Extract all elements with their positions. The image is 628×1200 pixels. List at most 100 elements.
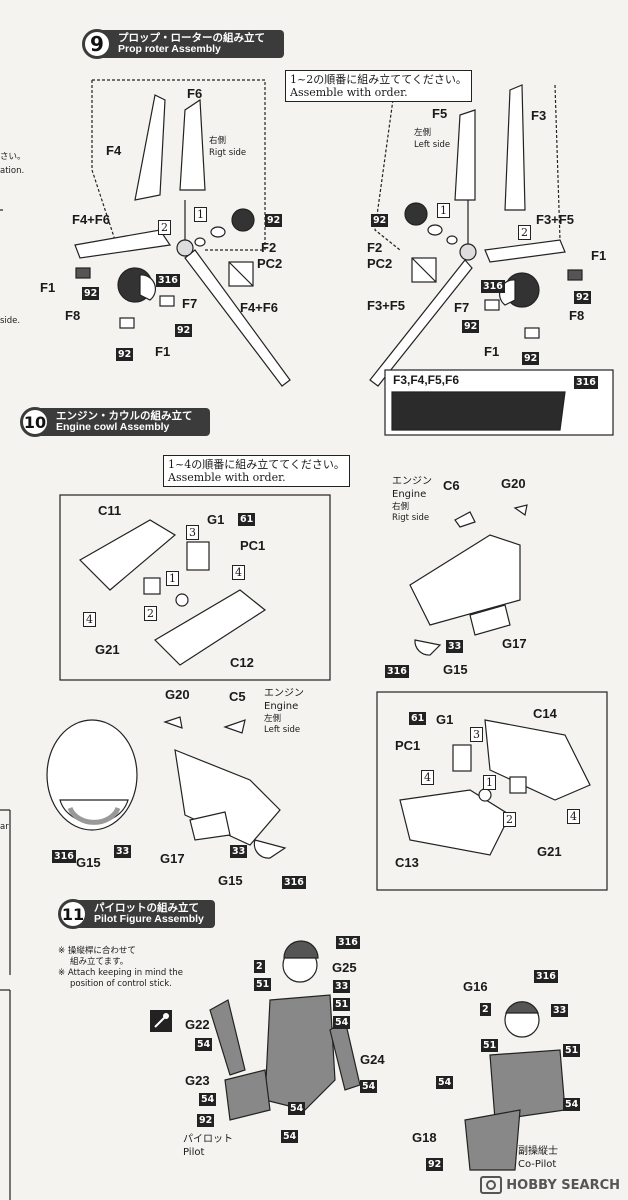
step-9-header: 9 プロップ・ローターの組み立て Prop roter Assembly xyxy=(82,29,284,59)
step-title-en: Engine cowl Assembly xyxy=(56,421,170,433)
sequence-number: 4 xyxy=(83,612,96,627)
part-label: F3+F5 xyxy=(367,298,405,313)
part-label: C12 xyxy=(230,655,254,670)
color-badge: 54 xyxy=(281,1130,299,1143)
sequence-number: 1 xyxy=(166,571,179,586)
step-number: 9 xyxy=(82,29,112,59)
color-badge: 54 xyxy=(333,1016,351,1029)
color-badge: 33 xyxy=(333,980,351,993)
side-label-ja: 右側 xyxy=(209,136,227,146)
color-badge: 33 xyxy=(446,640,464,653)
sequence-number: 1 xyxy=(437,203,450,218)
step-11-header: 11 パイロットの組み立て Pilot Figure Assembly xyxy=(58,899,215,929)
sequence-number: 2 xyxy=(144,606,157,621)
part-label: G15 xyxy=(443,662,468,677)
part-label: G20 xyxy=(165,687,190,702)
color-badge: 92 xyxy=(265,214,283,227)
margin-text: さい。 xyxy=(0,152,26,162)
part-label: G17 xyxy=(160,851,185,866)
part-label: G1 xyxy=(436,712,454,727)
part-label: G15 xyxy=(76,855,101,870)
pilot-note-ja-2: 組み立てます。 xyxy=(70,957,129,967)
copilot-label-en: Co-Pilot xyxy=(518,1159,557,1170)
sequence-number: 4 xyxy=(421,770,434,785)
part-label: PC2 xyxy=(257,256,283,271)
part-label: C11 xyxy=(98,503,122,518)
color-badge: 316 xyxy=(156,274,180,287)
part-label: G20 xyxy=(501,476,526,491)
watermark-text: HOBBY SEARCH xyxy=(506,1177,620,1193)
part-label: G15 xyxy=(218,873,243,888)
color-badge: 316 xyxy=(574,376,598,389)
sequence-number: 4 xyxy=(567,809,580,824)
part-label: F4 xyxy=(106,143,122,158)
step-number: 10 xyxy=(20,407,50,437)
engine-label-en: Engine xyxy=(392,489,427,500)
color-badge: 92 xyxy=(462,320,480,333)
pilot-note-en-1: ※ Attach keeping in mind the xyxy=(58,968,183,978)
color-badge: 92 xyxy=(522,352,540,365)
color-badge: 51 xyxy=(563,1044,581,1057)
sequence-number: 1 xyxy=(194,207,207,222)
step-title-en: Prop roter Assembly xyxy=(118,43,221,55)
color-badge: 316 xyxy=(534,970,558,983)
part-label: G22 xyxy=(185,1017,210,1032)
part-label: C14 xyxy=(533,706,557,721)
color-badge: 2 xyxy=(480,1003,491,1016)
part-label: F8 xyxy=(65,308,81,323)
color-badge: 54 xyxy=(563,1098,581,1111)
color-badge: 92 xyxy=(197,1114,215,1127)
sequence-number: 4 xyxy=(232,565,245,580)
part-label: F1 xyxy=(155,344,171,359)
engine-label-en: Engine xyxy=(264,701,299,712)
sequence-number: 2 xyxy=(503,812,516,827)
part-label: C6 xyxy=(443,478,460,493)
color-badge: 316 xyxy=(385,665,409,678)
pilot-note-en-2: position of control stick. xyxy=(70,979,172,989)
pilot-note-ja-1: ※ 操縦桿に合わせて xyxy=(58,946,136,956)
pilot-label-en: Pilot xyxy=(183,1147,205,1158)
part-label: F2 xyxy=(261,240,277,255)
part-label: C5 xyxy=(229,689,246,704)
engine-label-ja: エンジン xyxy=(264,688,304,699)
color-box-label: F3,F4,F5,F6 xyxy=(393,373,460,387)
color-badge: 316 xyxy=(336,936,360,949)
part-label: G18 xyxy=(412,1130,437,1145)
step-10-header: 10 エンジン・カウルの組み立て Engine cowl Assembly xyxy=(20,407,210,437)
margin-text: ar xyxy=(0,822,9,832)
part-label: PC1 xyxy=(395,738,421,753)
engine-side-ja: 左側 xyxy=(264,714,282,724)
order-note-1-4: 1~4の順番に組み立ててください。 Assemble with order. xyxy=(163,455,350,488)
color-badge: 92 xyxy=(574,291,592,304)
color-badge: 33 xyxy=(230,845,248,858)
sequence-number: 3 xyxy=(186,525,199,540)
part-label: F7 xyxy=(454,300,470,315)
sequence-number: 2 xyxy=(518,225,531,240)
side-label-en: Left side xyxy=(414,140,451,150)
color-badge: 54 xyxy=(195,1038,213,1051)
sequence-number: 1 xyxy=(483,775,496,790)
copilot-label-ja: 副操縦士 xyxy=(518,1146,558,1157)
part-label: G23 xyxy=(185,1073,210,1088)
step-title-ja: プロップ・ローターの組み立て xyxy=(118,31,265,44)
color-badge: 54 xyxy=(288,1102,306,1115)
color-badge: 316 xyxy=(481,280,505,293)
part-label: C13 xyxy=(395,855,419,870)
part-label: F8 xyxy=(569,308,585,323)
color-badge: 61 xyxy=(409,712,427,725)
part-label: F7 xyxy=(182,296,198,311)
part-label: G17 xyxy=(502,636,527,651)
color-badge: 2 xyxy=(254,960,265,973)
watermark: HOBBY SEARCH xyxy=(480,1176,620,1194)
color-badge: 33 xyxy=(114,845,132,858)
order-note-ja: 1~2の順番に組み立ててください。 xyxy=(290,73,467,86)
order-note-ja: 1~4の順番に組み立ててください。 xyxy=(168,458,345,471)
sequence-number: 3 xyxy=(470,727,483,742)
part-label: G21 xyxy=(537,844,562,859)
part-label: G24 xyxy=(360,1052,385,1067)
color-badge: 92 xyxy=(175,324,193,337)
part-label: G16 xyxy=(463,979,488,994)
part-label: F3 xyxy=(531,108,547,123)
color-badge: 92 xyxy=(116,348,134,361)
